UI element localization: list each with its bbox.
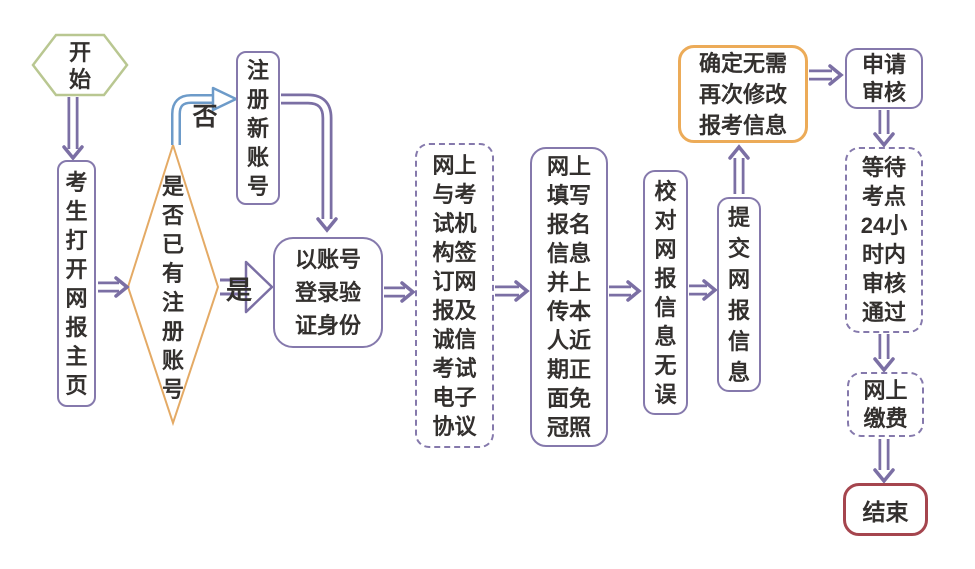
arrow-login-to-sign xyxy=(384,281,416,303)
arrow-submit-to-confirm xyxy=(728,144,750,194)
node-confirm-no-changes: 确定无需 再次修改 报考信息 xyxy=(678,45,808,143)
node-sign-agreement-label: 网上 与考 试机 构签 订网 报及 诚信 考试 电子 协议 xyxy=(432,152,477,439)
arrow-register-to-login xyxy=(281,93,338,233)
node-submit-info-label: 提 交 网 报 信 息 xyxy=(727,204,750,385)
arrow-check-to-submit xyxy=(689,279,718,301)
node-check-info-label: 校 对 网 报 信 息 无 误 xyxy=(654,178,677,407)
node-confirm-no-changes-label: 确定无需 再次修改 报考信息 xyxy=(698,50,787,138)
arrow-start-to-open-homepage xyxy=(62,97,84,161)
node-fill-info-upload-photo: 网上 填写 报名 信息 并上 传本 人近 期正 面免 冠照 xyxy=(530,147,608,447)
node-pay-online: 网上 缴费 xyxy=(847,372,924,437)
arrow-pay-to-end xyxy=(873,439,895,484)
node-register-new-account: 注 册 新 账 号 xyxy=(236,51,280,205)
start-hexagon-shape xyxy=(31,33,129,97)
node-end-label: 结束 xyxy=(862,498,909,525)
node-start-label: 开 始 xyxy=(68,40,91,92)
node-wait-review-24h-label: 等待 考点 24小 时内 审核 通过 xyxy=(860,155,908,325)
node-login-verify: 以账号 登录验 证身份 xyxy=(273,237,383,348)
arrow-decision-no-to-register xyxy=(171,86,238,145)
arrow-confirm-to-apply xyxy=(809,64,844,86)
node-sign-agreement: 网上 与考 试机 构签 订网 报及 诚信 考试 电子 协议 xyxy=(415,143,494,448)
node-apply-review-label: 申请 审核 xyxy=(861,51,906,105)
node-login-verify-label: 以账号 登录验 证身份 xyxy=(294,247,361,338)
node-wait-review-24h: 等待 考点 24小 时内 审核 通过 xyxy=(845,147,923,333)
node-fill-info-upload-photo-label: 网上 填写 报名 信息 并上 传本 人近 期正 面免 冠照 xyxy=(546,154,591,440)
arrow-wait-to-pay xyxy=(873,334,895,373)
arrow-sign-to-fill xyxy=(495,280,530,302)
arrow-open-homepage-to-decision xyxy=(98,276,130,298)
edge-label-no: 否 xyxy=(192,103,218,131)
edge-label-yes: 是 xyxy=(225,274,252,305)
arrow-apply-to-wait xyxy=(873,110,895,148)
node-end: 结束 xyxy=(843,483,928,536)
node-open-homepage: 考 生 打 开 网 报 主 页 xyxy=(57,160,96,407)
node-apply-review: 申请 审核 xyxy=(845,48,923,109)
node-register-new-account-label: 注 册 新 账 号 xyxy=(246,57,269,199)
arrow-fill-to-check xyxy=(609,280,642,302)
node-pay-online-label: 网上 缴费 xyxy=(863,377,908,431)
node-has-account-label: 是 否 已 有 注 册 账 号 xyxy=(161,174,184,402)
node-open-homepage-label: 考 生 打 开 网 报 主 页 xyxy=(65,169,88,398)
node-submit-info: 提 交 网 报 信 息 xyxy=(717,197,761,392)
decision-diamond-shape xyxy=(126,141,220,427)
arrow-decision-yes-to-login xyxy=(220,260,274,314)
node-check-info: 校 对 网 报 信 息 无 误 xyxy=(643,170,688,415)
